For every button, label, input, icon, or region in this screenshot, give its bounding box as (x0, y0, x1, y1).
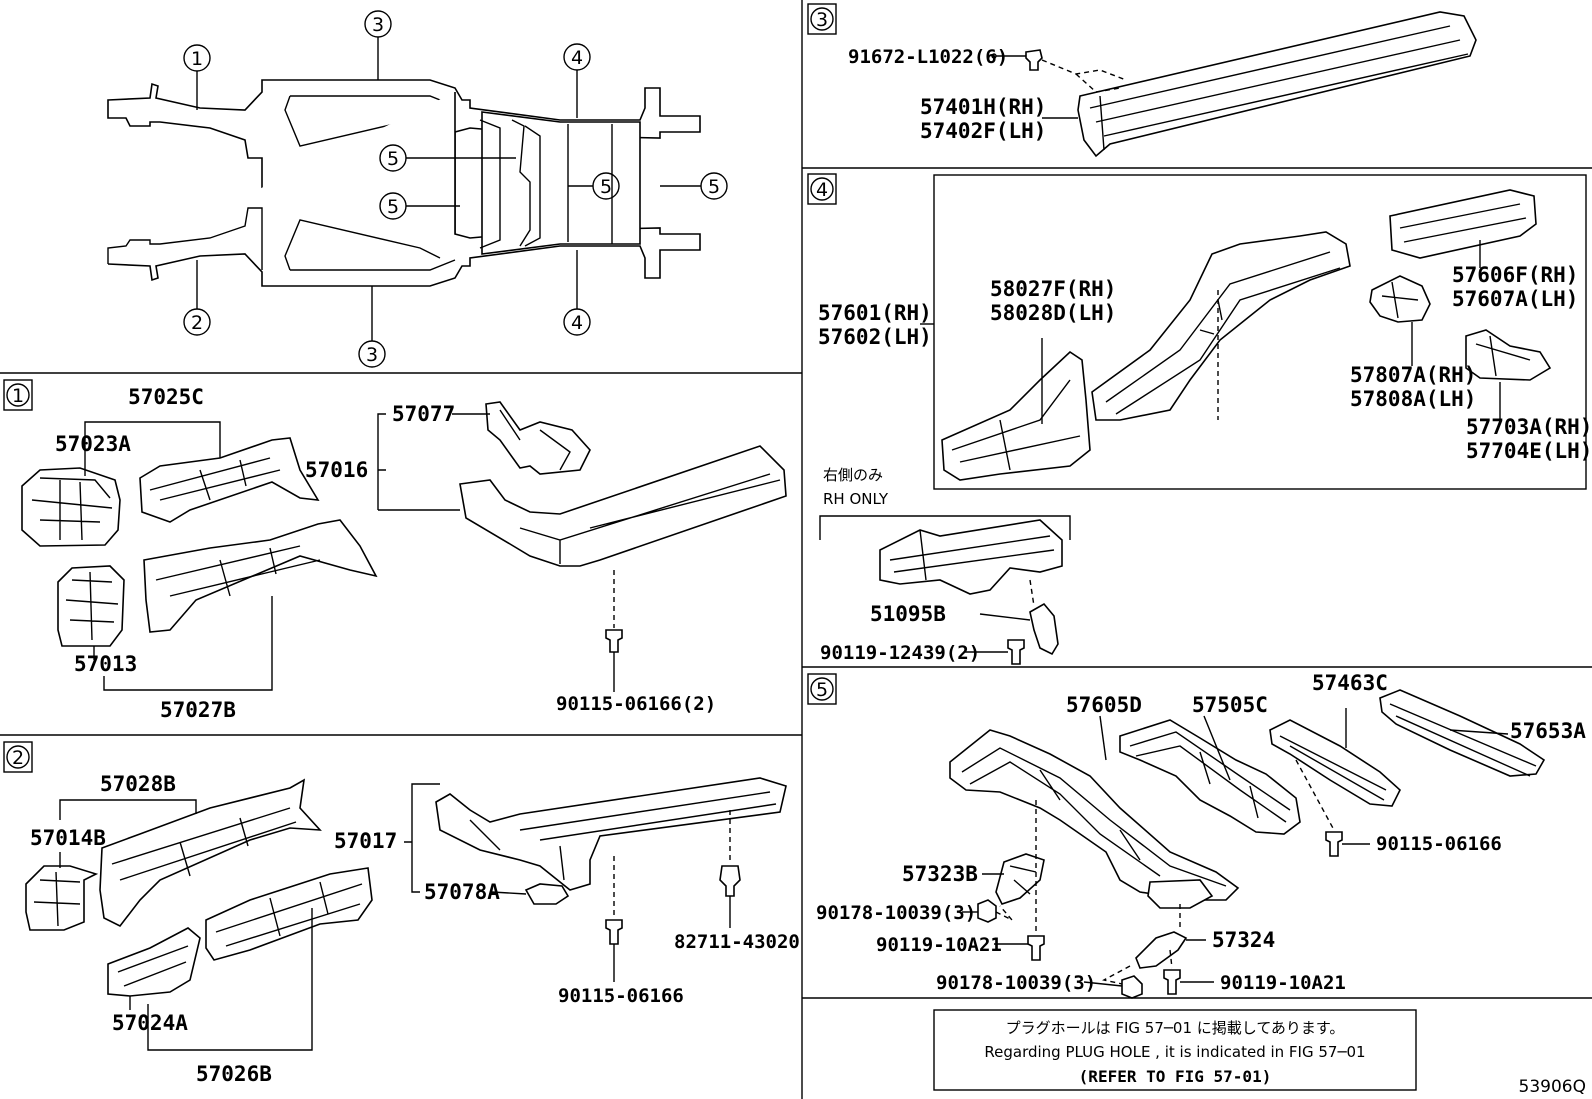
part-57017: 57017 (334, 829, 397, 853)
part-57703A-RH: 57703A(RH) (1466, 415, 1592, 439)
part-57463C: 57463C (1312, 671, 1388, 695)
part-57808A-LH: 57808A(LH) (1350, 387, 1476, 411)
part-57013: 57013 (74, 652, 137, 676)
section-4-labels: 57601(RH) 57602(LH) 58027F(RH) 58028D(LH… (818, 263, 1592, 463)
part-57401H-RH: 57401H(RH) (920, 95, 1046, 119)
part-57028B: 57028B (100, 772, 176, 796)
part-82711-43020: 82711-43020 (674, 931, 800, 953)
part-90115-06166-s5: 90115-06166 (1376, 833, 1502, 855)
part-57402F-LH: 57402F(LH) (920, 119, 1046, 143)
part-57807A-RH: 57807A(RH) (1350, 363, 1476, 387)
part-90115-06166-2: 90115-06166(2) (556, 693, 716, 715)
part-57026B: 57026B (196, 1062, 272, 1086)
section-2-parts (25, 777, 787, 997)
part-57653A: 57653A (1510, 719, 1586, 743)
part-57024A: 57024A (112, 1011, 188, 1035)
part-57704E-LH: 57704E(LH) (1466, 439, 1592, 463)
part-57324: 57324 (1212, 928, 1275, 952)
note-line-en: Regarding PLUG HOLE , it is indicated in… (984, 1043, 1365, 1061)
part-51095B: 51095B (870, 602, 946, 626)
part-90119-10A21-a: 90119-10A21 (876, 934, 1002, 956)
part-90178-10039-3-b: 90178-10039(3) (936, 972, 1096, 994)
note-line-refer: (REFER TO FIG 57-01) (1079, 1067, 1272, 1086)
part-57605D: 57605D (1066, 693, 1142, 717)
svg-text:4: 4 (816, 179, 828, 201)
section-2-leaders (59, 783, 731, 1051)
section-4-leaders (920, 240, 1501, 424)
svg-text:5: 5 (816, 679, 828, 701)
part-90119-12439-2: 90119-12439(2) (820, 642, 980, 664)
part-90115-06166-s2: 90115-06166 (558, 985, 684, 1007)
part-58028D-LH: 58028D(LH) (990, 301, 1116, 325)
part-90178-10039-3-a: 90178-10039(3) (816, 902, 976, 924)
part-57505C: 57505C (1192, 693, 1268, 717)
section-1-leaders (84, 413, 615, 692)
section-1-parts (21, 401, 787, 653)
part-57323B: 57323B (902, 862, 978, 886)
rh-only-en: RH ONLY (823, 490, 889, 508)
svg-text:2: 2 (12, 747, 24, 769)
section-5-leaders (962, 708, 1509, 987)
part-91672-L1022-6: 91672-L1022(6) (848, 46, 1008, 68)
svg-text:5: 5 (387, 148, 399, 170)
svg-text:2: 2 (191, 312, 203, 334)
svg-text:4: 4 (571, 312, 583, 334)
section-3-leaders (991, 53, 1078, 119)
part-57078A: 57078A (424, 880, 500, 904)
part-57025C: 57025C (128, 385, 204, 409)
section-tag-2: 2 (3, 741, 33, 773)
part-57014B: 57014B (30, 826, 106, 850)
overview-callouts: 1 2 3 3 4 4 5 5 5 5 (183, 10, 728, 368)
section-3-labels: 91672-L1022(6) 57401H(RH) 57402F(LH) (848, 46, 1046, 143)
svg-text:3: 3 (366, 344, 378, 366)
rh-only-group: 右側のみ RH ONLY 51095B 90119-12439(2) (819, 466, 1071, 665)
svg-text:5: 5 (600, 176, 612, 198)
section-4-inner-box (933, 174, 1587, 490)
section-4-parts (941, 189, 1552, 481)
section-1-labels: 57025C 57023A 57016 57077 57013 57027B 9… (55, 385, 716, 722)
section-tag-1: 1 (3, 379, 33, 411)
part-57077: 57077 (392, 402, 455, 426)
svg-text:1: 1 (12, 385, 24, 407)
section-tag-4: 4 (807, 173, 837, 205)
note-line-jp: プラグホールは FIG 57─01 に掲載してあります。 (1006, 1019, 1345, 1037)
section-3-parts (1025, 11, 1477, 158)
part-57607A-LH: 57607A(LH) (1452, 287, 1578, 311)
section-2-labels: 57028B 57014B 57017 57078A 57024A 57026B… (30, 772, 800, 1086)
part-57016: 57016 (305, 458, 368, 482)
section-5-parts (949, 689, 1546, 999)
note-box: プラグホールは FIG 57─01 に掲載してあります。 Regarding P… (933, 1009, 1417, 1091)
svg-text:1: 1 (191, 48, 203, 70)
part-57602-LH: 57602(LH) (818, 325, 932, 349)
svg-text:3: 3 (372, 14, 384, 36)
figure-id: 53906Q (1519, 1077, 1586, 1097)
part-57606F-RH: 57606F(RH) (1452, 263, 1578, 287)
section-tag-5: 5 (807, 673, 837, 705)
part-57023A: 57023A (55, 432, 131, 456)
section-5-labels: 57605D 57505C 57463C 57653A 90115-06166 … (816, 671, 1586, 994)
part-58027F-RH: 58027F(RH) (990, 277, 1116, 301)
svg-text:4: 4 (571, 47, 583, 69)
part-57601-RH: 57601(RH) (818, 301, 932, 325)
chassis-overview (107, 79, 701, 287)
svg-text:5: 5 (708, 176, 720, 198)
svg-text:3: 3 (816, 9, 828, 31)
rh-only-jp: 右側のみ (823, 466, 883, 484)
svg-text:5: 5 (387, 196, 399, 218)
part-90119-10A21-b: 90119-10A21 (1220, 972, 1346, 994)
section-tag-3: 3 (807, 3, 837, 35)
part-57027B: 57027B (160, 698, 236, 722)
